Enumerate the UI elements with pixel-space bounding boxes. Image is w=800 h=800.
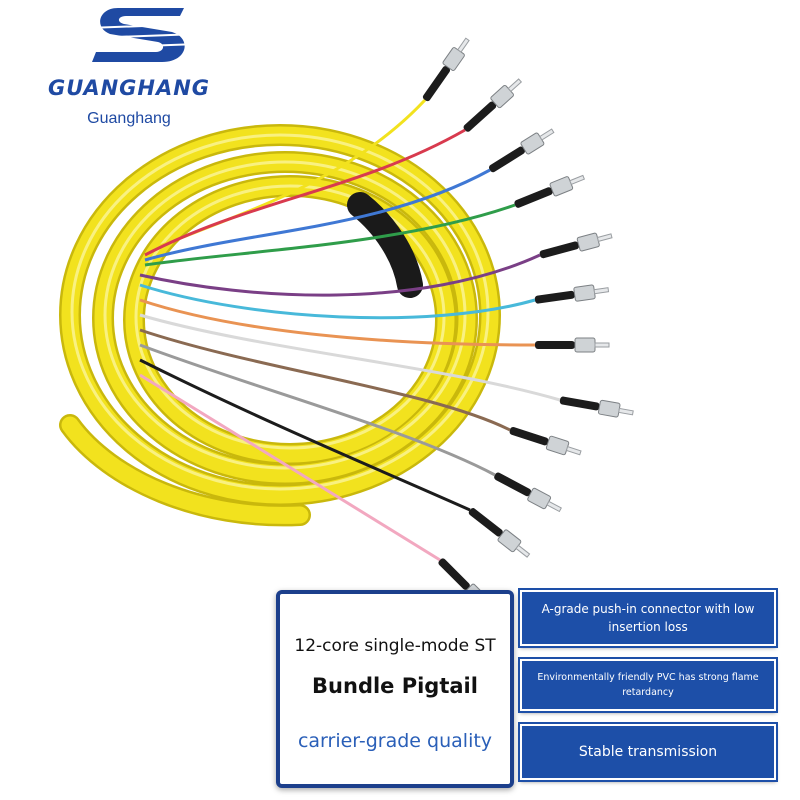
- feature-transmission: Stable transmission: [518, 722, 778, 782]
- fiber-strands: [139, 98, 561, 562]
- guanghang-logo-icon: [88, 8, 198, 62]
- brand-wordmark: GUANGHANG: [47, 76, 211, 100]
- brand-name: Guanghang: [87, 110, 171, 127]
- feature-connector: A-grade push-in connector with low inser…: [518, 588, 778, 648]
- cable-coil: [59, 124, 501, 527]
- feature-pvc: Environmentally friendly PVC has strong …: [518, 657, 778, 713]
- product-title-card: 12-core single-mode ST Bundle Pigtail ca…: [276, 590, 514, 788]
- fanout-sleeve: [347, 192, 423, 298]
- product-name: Bundle Pigtail: [312, 674, 478, 698]
- product-tagline: carrier-grade quality: [297, 730, 493, 752]
- brand-logo: GUANGHANG Guanghang: [14, 6, 244, 136]
- product-spec: 12-core single-mode ST: [294, 636, 496, 656]
- st-connectors: [422, 37, 634, 608]
